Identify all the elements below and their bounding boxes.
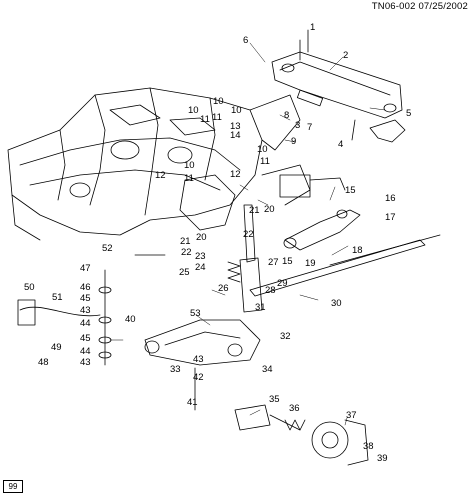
callout-22b: 22 xyxy=(243,229,254,240)
crossmember xyxy=(271,39,403,119)
bracket xyxy=(369,119,406,143)
callout-24: 24 xyxy=(195,262,206,273)
bumper-pad xyxy=(296,89,324,107)
callout-10c: 10 xyxy=(231,105,242,116)
callout-40: 40 xyxy=(125,314,136,325)
callout-20a: 20 xyxy=(196,232,207,243)
callout-21a: 21 xyxy=(180,236,191,247)
stabilizer-bushing xyxy=(17,299,36,326)
stabilizer-shaft xyxy=(249,239,426,297)
callout-42: 42 xyxy=(193,372,204,383)
stabilizer-link xyxy=(98,269,112,366)
callout-53: 53 xyxy=(190,308,201,319)
callout-50: 50 xyxy=(24,282,35,293)
callout-45a: 45 xyxy=(80,333,91,344)
callout-46: 46 xyxy=(80,282,91,293)
callout-21b: 21 xyxy=(249,205,260,216)
callout-8: 8 xyxy=(284,110,289,121)
upper-control-arm xyxy=(283,209,361,251)
callout-1: 1 xyxy=(310,22,315,33)
shock-absorber xyxy=(239,204,263,313)
callout-28: 28 xyxy=(265,285,276,296)
callout-31: 31 xyxy=(255,302,266,313)
callout-14: 14 xyxy=(230,130,241,141)
callout-22a: 22 xyxy=(181,247,192,258)
callout-12b: 12 xyxy=(230,169,241,180)
callout-15b: 15 xyxy=(282,256,293,267)
callout-19: 19 xyxy=(305,258,316,269)
wheel-hub xyxy=(311,419,369,466)
callout-44a: 44 xyxy=(80,318,91,329)
callout-11a: 11 xyxy=(200,114,210,125)
callout-47: 47 xyxy=(80,263,91,274)
callout-32: 32 xyxy=(280,331,291,342)
callout-45b: 45 xyxy=(80,293,91,304)
callout-10e: 10 xyxy=(257,144,268,155)
callout-6: 6 xyxy=(243,35,248,46)
callout-11c: 11 xyxy=(184,173,194,184)
diagram-date: 07/25/2002 xyxy=(418,1,468,12)
callout-17: 17 xyxy=(385,212,396,223)
callout-labels: 1 2 3 4 5 6 7 8 9 10 10 10 10 10 11 11 1… xyxy=(24,22,411,464)
callout-41: 41 xyxy=(187,397,198,408)
callout-4: 4 xyxy=(338,139,343,150)
callout-18: 18 xyxy=(352,245,363,256)
callout-34: 34 xyxy=(262,364,273,375)
coil-spring xyxy=(227,261,241,283)
callout-49: 49 xyxy=(51,342,62,353)
leader-lines xyxy=(109,42,386,426)
page-badge: 99 xyxy=(3,480,23,493)
callout-11d: 11 xyxy=(260,156,270,167)
callout-5: 5 xyxy=(406,108,411,119)
callout-2: 2 xyxy=(343,50,348,61)
callout-9: 9 xyxy=(291,136,296,147)
callout-39: 39 xyxy=(377,453,388,464)
callout-13: 13 xyxy=(230,121,241,132)
callout-16: 16 xyxy=(385,193,396,204)
callout-7: 7 xyxy=(307,122,312,133)
callout-3: 3 xyxy=(295,120,300,131)
callout-26: 26 xyxy=(218,283,229,294)
callout-51: 51 xyxy=(52,292,63,303)
stabilizer-bar xyxy=(19,306,101,317)
callout-43a: 43 xyxy=(80,357,91,368)
callout-15a: 15 xyxy=(345,185,356,196)
callout-52: 52 xyxy=(102,243,113,254)
callout-20b: 20 xyxy=(264,204,275,215)
callout-33: 33 xyxy=(170,364,181,375)
callout-10b: 10 xyxy=(213,96,224,107)
callout-44b: 44 xyxy=(80,346,91,357)
callout-43b: 43 xyxy=(80,305,91,316)
callout-25: 25 xyxy=(179,267,190,278)
diagram-ref-code: TN06-002 xyxy=(371,1,416,12)
callout-36: 36 xyxy=(289,403,300,414)
diagram-reference-header: TN06-002 07/25/2002 xyxy=(372,1,468,12)
tie-rod xyxy=(329,234,441,266)
callout-35: 35 xyxy=(269,394,280,405)
callout-10d: 10 xyxy=(184,160,195,171)
callout-23: 23 xyxy=(195,251,206,262)
callout-38: 38 xyxy=(363,441,374,452)
callout-37: 37 xyxy=(346,410,357,421)
callout-29: 29 xyxy=(277,278,288,289)
callout-27: 27 xyxy=(268,257,279,268)
callout-30: 30 xyxy=(331,298,342,309)
callout-43c: 43 xyxy=(193,354,204,365)
callout-12a: 12 xyxy=(155,170,166,181)
callout-10a: 10 xyxy=(188,105,199,116)
callout-11b: 11 xyxy=(212,112,222,123)
callout-48: 48 xyxy=(38,357,49,368)
half-shaft xyxy=(234,404,306,431)
frame-assembly xyxy=(7,87,346,241)
bolt xyxy=(351,119,356,141)
lower-control-arm xyxy=(144,319,261,366)
